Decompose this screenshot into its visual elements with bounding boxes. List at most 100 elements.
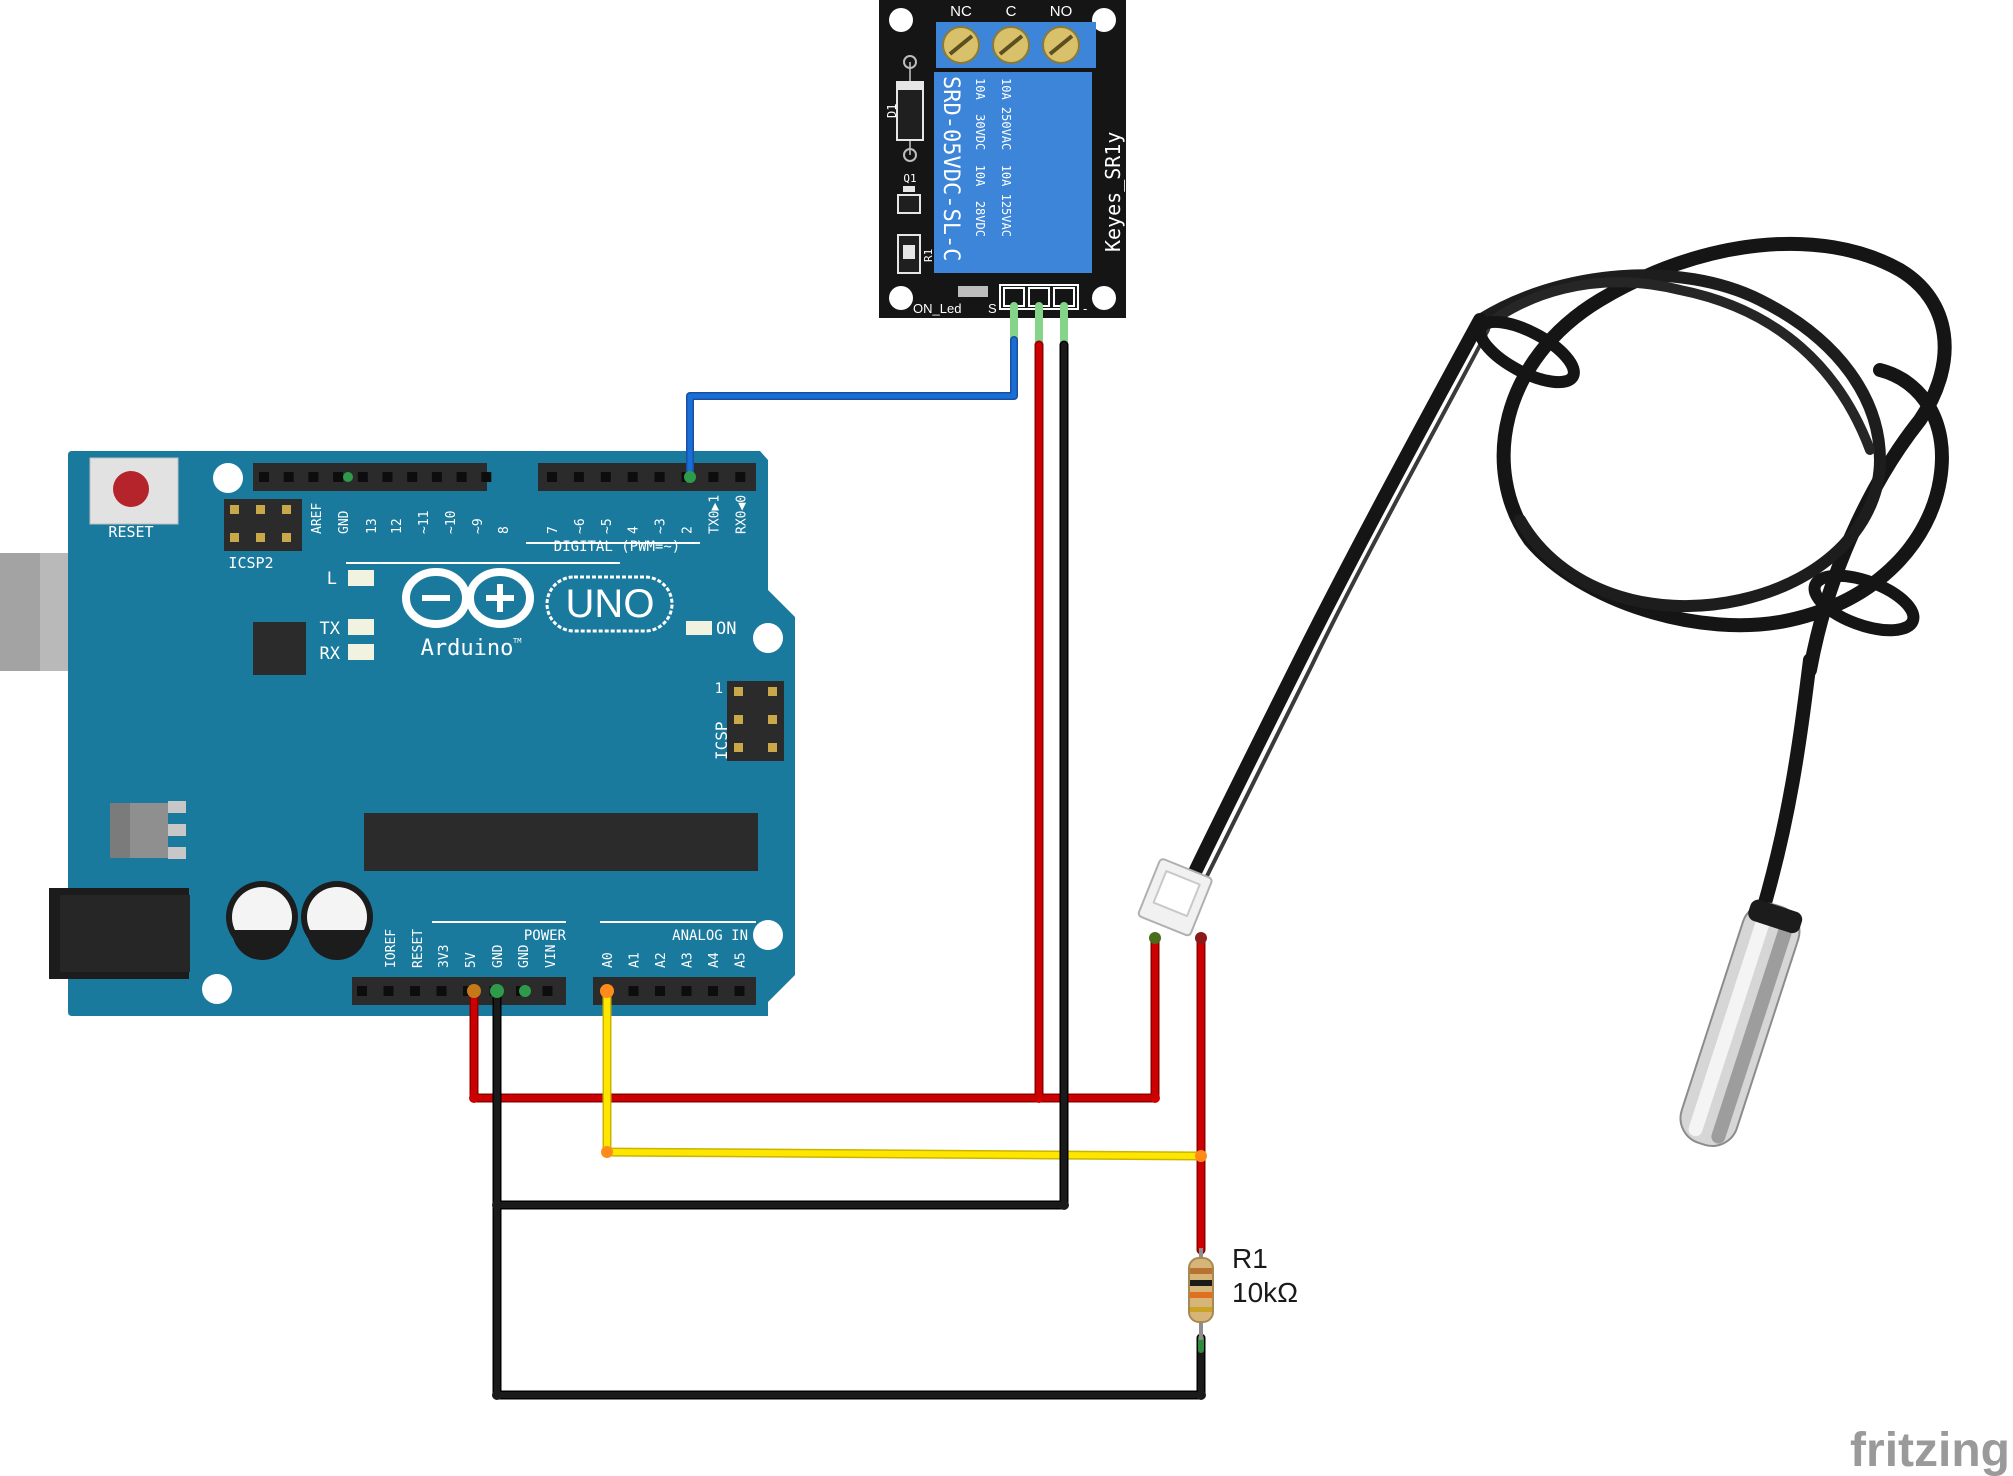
header-pin-socket[interactable] [735, 472, 746, 482]
pin-d2-connection[interactable] [684, 471, 696, 483]
pin-a0-connection[interactable] [600, 984, 614, 998]
header-pin-socket[interactable] [357, 986, 367, 996]
pin-5v-connection[interactable] [467, 984, 481, 998]
header-pin-socket[interactable] [431, 472, 442, 482]
temperature-probe [1137, 236, 1952, 1147]
screw-terminal-no[interactable] [1042, 26, 1080, 64]
mount-hole [889, 8, 913, 32]
header-pin-socket[interactable] [407, 472, 418, 482]
relay-body [934, 72, 1092, 273]
wire-gnd-resistor [492, 1200, 1206, 1400]
pin-gnd-connection[interactable] [490, 984, 504, 998]
digital-header [253, 463, 756, 491]
pin-label: AREF [310, 503, 325, 534]
pin-label: 12 [390, 518, 405, 534]
mount-hole [1092, 286, 1116, 310]
header-pin-socket[interactable] [708, 472, 719, 482]
pin-label: RESET [411, 929, 426, 968]
transistor-q1 [897, 194, 921, 214]
relay-brand: Keyes_SR1y [1101, 132, 1125, 252]
relay-part-number: SRD-05VDC-SL-C [938, 76, 963, 261]
header-pin-socket[interactable] [627, 472, 638, 482]
pin-label: 5V [464, 952, 479, 968]
analog-in-label: ANALOG IN [672, 928, 748, 944]
pin-label: ~6 [573, 518, 588, 534]
capacitor [226, 881, 298, 960]
header-pin-socket[interactable] [654, 472, 665, 482]
pin-label: A4 [707, 952, 722, 968]
led-l-label: L [327, 569, 337, 589]
header-pin-socket[interactable] [481, 472, 492, 482]
d1-label: D1 [885, 104, 899, 118]
screw-terminal-nc[interactable] [942, 26, 980, 64]
led-on [686, 621, 712, 635]
pin-label: ~11 [417, 511, 432, 534]
cable-tie [1474, 315, 1580, 389]
relay-module: NC C NO SRD-05VDC-SL-C 10A 250VAC 10A 12… [879, 0, 1126, 318]
header-pin-socket[interactable] [547, 472, 557, 482]
fritzing-watermark: fritzing [1850, 1424, 2010, 1476]
header-pin-socket[interactable] [734, 986, 745, 996]
header-pin-socket[interactable] [436, 986, 447, 996]
icsp-pin1-label: 1 [715, 681, 723, 697]
mount-hole [753, 920, 783, 950]
pin-label: IOREF [384, 929, 399, 968]
icsp2-header [224, 499, 302, 551]
screw-terminal-c[interactable] [992, 26, 1030, 64]
pin-label: 3V3 [437, 945, 452, 968]
mount-hole [202, 974, 232, 1004]
header-pin-socket[interactable] [708, 986, 718, 996]
mount-hole [753, 623, 783, 653]
led-rx [348, 644, 374, 660]
header-pin-socket[interactable] [333, 472, 344, 482]
header-pin-socket[interactable] [542, 986, 553, 996]
header-pin-socket[interactable] [383, 986, 394, 996]
led-tx [348, 619, 374, 635]
mount-hole [889, 286, 913, 310]
pin-label: ~9 [471, 518, 486, 534]
pin-gnd2-connection[interactable] [519, 985, 531, 997]
pin-label: GND [491, 944, 506, 968]
header-pin-socket[interactable] [655, 986, 665, 996]
header-pin-socket[interactable] [259, 472, 269, 482]
header-pin-socket[interactable] [600, 472, 611, 482]
header-pin-socket[interactable] [628, 986, 639, 996]
pin-label: A5 [734, 952, 749, 968]
pin-label: VIN [544, 945, 559, 968]
diode-d1 [896, 81, 924, 141]
pin-label: GND [517, 944, 532, 968]
header-pin-socket[interactable] [681, 986, 692, 996]
header-pin-socket[interactable] [308, 472, 319, 482]
mount-hole [1092, 8, 1116, 32]
header-pin-socket[interactable] [573, 472, 584, 482]
model-uno: UNO [566, 582, 655, 626]
probe-pin-2[interactable] [1195, 932, 1207, 944]
icsp-label: ICSP [712, 721, 731, 760]
brand-trademark: TM [513, 637, 521, 645]
led-rx-label: RX [320, 644, 341, 664]
header-pin-socket[interactable] [410, 986, 420, 996]
header-pin-socket[interactable] [357, 472, 368, 482]
pin-label: 4 [627, 526, 642, 534]
arduino-logo [402, 568, 534, 628]
power-pin-labels: IOREF RESET 3V3 5V GND GND VIN [384, 929, 559, 968]
voltage-regulator [110, 801, 186, 859]
probe-steel-tip [1679, 899, 1803, 1147]
probe-pin-1[interactable] [1149, 932, 1161, 944]
reset-button-cap[interactable] [113, 471, 149, 507]
capacitor [301, 881, 373, 960]
pin-label: GND [337, 510, 352, 534]
pin-label: ~10 [444, 511, 459, 534]
pin-label: A3 [681, 952, 696, 968]
terminal-nc-label: NC [950, 3, 972, 20]
pin-label: 7 [546, 526, 561, 534]
brand-arduino: Arduino [421, 636, 514, 661]
header-pin-socket[interactable] [382, 472, 393, 482]
header-pin-socket[interactable] [456, 472, 467, 482]
probe-lead [1188, 313, 1487, 879]
header-pin-socket[interactable] [283, 472, 294, 482]
analog-header [593, 977, 756, 1005]
